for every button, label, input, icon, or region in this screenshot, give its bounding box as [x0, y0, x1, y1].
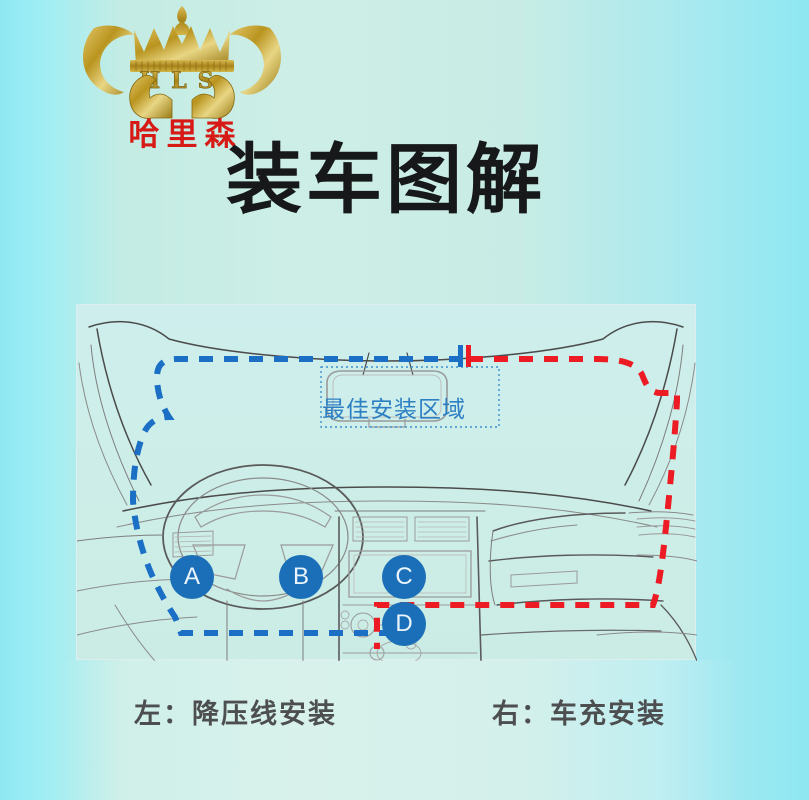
brand-name-chinese: 哈里森	[128, 117, 243, 153]
bottom-gradient-band	[0, 660, 809, 800]
crown-hands-logo-icon: HLS	[83, 6, 281, 119]
car-interior-linework	[77, 320, 697, 661]
logo-left-hand-icon	[129, 74, 173, 119]
badge-c[interactable]: C	[382, 555, 426, 599]
route-junction-blue-mark	[458, 345, 463, 367]
page-title: 装车图解	[226, 135, 546, 224]
caption-left: 左：降压线安装	[134, 699, 337, 730]
route-junction-red-mark	[466, 345, 471, 367]
logo-crown-icon	[134, 26, 230, 66]
caption-right: 右：车充安装	[492, 699, 666, 730]
car-interior-diagram	[77, 320, 697, 661]
logo-right-swoosh	[230, 25, 281, 95]
logo-crown-band-hatch	[135, 61, 227, 71]
logo-crown-finial	[174, 6, 190, 35]
logo-right-hand-icon	[191, 74, 235, 119]
logo-initials: HLS	[139, 68, 224, 94]
installation-diagram-panel	[76, 304, 697, 661]
badge-d[interactable]: D	[382, 602, 426, 646]
step-down-cable-route	[129, 356, 463, 636]
badge-b[interactable]: B	[279, 555, 323, 599]
brand-logo: HLS 哈里森	[72, 4, 292, 164]
best-install-zone-label: 最佳安装区域	[322, 397, 466, 423]
best-install-zone-box	[320, 366, 500, 428]
badge-a[interactable]: A	[170, 555, 214, 599]
logo-left-swoosh	[83, 25, 134, 95]
